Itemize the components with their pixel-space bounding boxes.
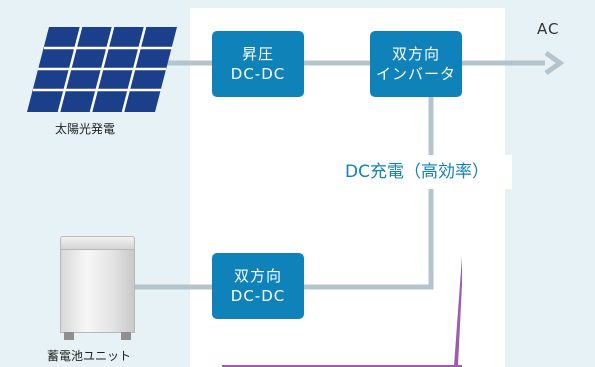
bidirectional-inverter-box: 双方向 インバータ bbox=[370, 31, 462, 97]
solar-label: 太陽光発電 bbox=[55, 122, 116, 136]
dcdc-box-line1: 双方向 bbox=[233, 267, 282, 285]
solar-panel-icon bbox=[27, 27, 177, 112]
dcdc-box-line2: DC-DC bbox=[230, 287, 286, 305]
boost-dcdc-box: 昇圧 DC-DC bbox=[212, 31, 304, 97]
bidirectional-dcdc-box: 双方向 DC-DC bbox=[212, 253, 304, 319]
battery-label: 蓄電池ユニット bbox=[47, 349, 132, 363]
dc-charge-label: DC充電（高効率） bbox=[322, 155, 512, 189]
ac-arrow-icon bbox=[544, 50, 565, 76]
callout-pointer-icon bbox=[222, 256, 462, 367]
boost-box-line1: 昇圧 bbox=[241, 45, 274, 63]
inverter-box-line2: インバータ bbox=[375, 65, 456, 83]
battery-unit-icon bbox=[60, 236, 135, 340]
boost-box-line2: DC-DC bbox=[230, 65, 286, 83]
ac-label: AC bbox=[537, 20, 560, 38]
inverter-box-line1: 双方向 bbox=[391, 45, 440, 63]
wire-to-dcdc bbox=[302, 186, 434, 290]
